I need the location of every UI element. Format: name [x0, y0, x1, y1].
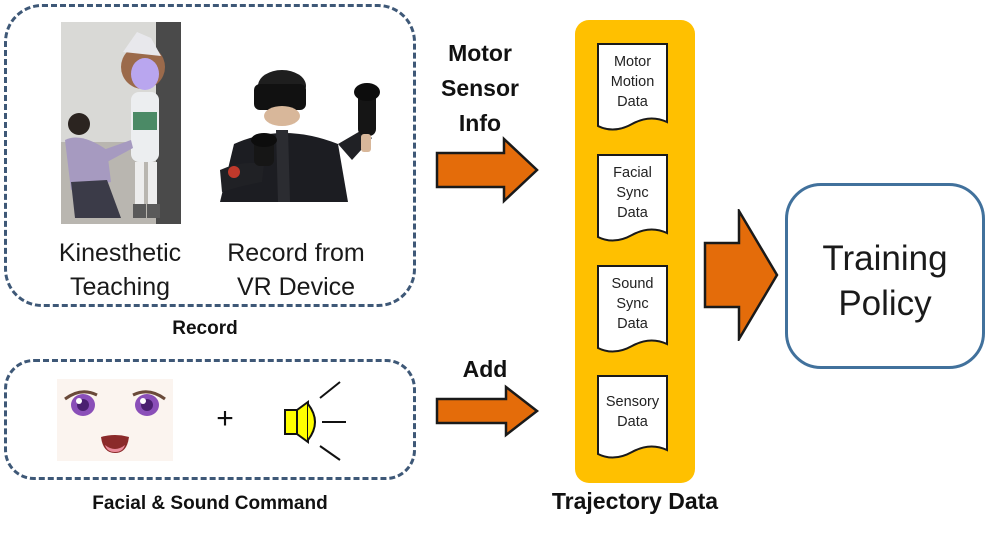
- doc-line: Data: [617, 94, 648, 110]
- motor-motion-data-doc: Motor Motion Data: [596, 42, 669, 136]
- doc-line: Data: [617, 316, 648, 332]
- motor-sensor-arrow: [434, 136, 540, 204]
- label-line: Motor: [448, 40, 512, 66]
- plus-sign: +: [216, 402, 234, 435]
- doc-line: Data: [617, 414, 648, 430]
- vr-device-caption: Record from VR Device: [210, 236, 382, 304]
- doc-line: Motor: [613, 54, 652, 70]
- record-group: [4, 4, 416, 307]
- caption-line: VR Device: [236, 273, 356, 301]
- caption-line: Teaching: [69, 273, 171, 301]
- caption-line: Kinesthetic: [58, 239, 182, 267]
- record-label: Record: [172, 318, 238, 339]
- kinesthetic-teaching-caption: Kinesthetic Teaching: [40, 236, 200, 304]
- doc-line: Sensory: [605, 394, 660, 410]
- doc-line: Sync: [616, 185, 649, 201]
- speaker-icon: [282, 376, 352, 462]
- doc-line: Facial: [613, 165, 652, 181]
- command-group: [4, 359, 416, 480]
- label-line: Info: [458, 110, 502, 136]
- doc-line: Sound: [611, 276, 654, 292]
- command-label: Facial & Sound Command: [92, 493, 328, 514]
- caption-line: Record from: [227, 239, 365, 267]
- add-arrow: [434, 384, 540, 438]
- training-policy-label: Training Policy: [788, 236, 982, 326]
- label-line: Training: [822, 239, 948, 278]
- kinesthetic-teaching-photo: [61, 22, 181, 224]
- training-policy-box: Training Policy: [785, 183, 985, 369]
- vr-device-photo: [212, 64, 388, 202]
- doc-line: Motion: [610, 74, 655, 90]
- facial-sync-data-doc: Facial Sync Data: [596, 153, 669, 247]
- sound-sync-data-doc: Sound Sync Data: [596, 264, 669, 358]
- doc-line: Sync: [616, 296, 649, 312]
- label-line: Sensor: [441, 75, 519, 101]
- add-label: Add: [462, 356, 508, 382]
- output-arrow: [703, 209, 779, 341]
- sensory-data-doc: Sensory Data: [596, 374, 669, 464]
- motor-sensor-info-label: Motor Sensor Info: [430, 36, 530, 141]
- trajectory-data-label: Trajectory Data: [551, 488, 719, 514]
- doc-line: Data: [617, 205, 648, 221]
- anime-face-image: [57, 379, 173, 461]
- label-line: Policy: [838, 284, 932, 323]
